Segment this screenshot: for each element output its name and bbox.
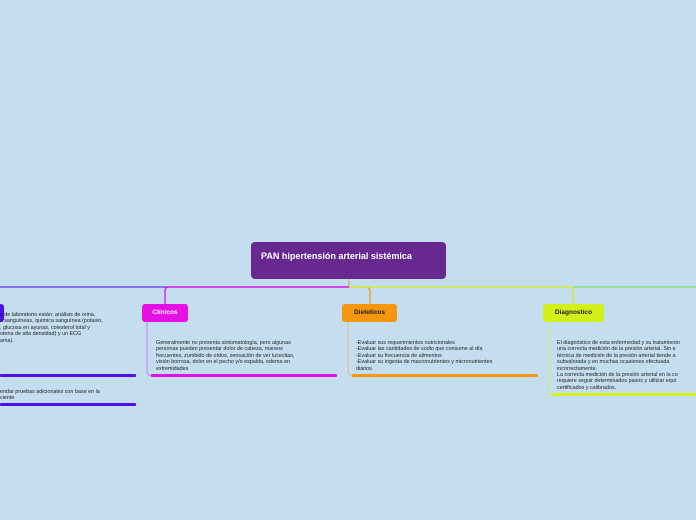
note-clinicos: Generalmente no presenta sintomatología,… [156,340,295,372]
topic-clinicos-label: Clínicos [152,309,178,316]
note-diagnostico: El diagnóstico de esta enfermedad y su t… [557,340,680,391]
root-title: PAN hipertensión arterial sistémica [261,251,412,261]
topic-dieteticos[interactable]: Dieteticos [342,304,397,322]
connector-diagnostico-note [548,322,555,397]
note-dieteticos-underline [352,374,538,377]
root-topic[interactable]: PAN hipertensión arterial sistémica [251,242,446,279]
topic-diagnostico-label: Diagnostico [554,309,593,316]
trunk-diagnostico [349,286,574,304]
connector-dieteticos-note [347,322,354,377]
note-diagnostico-underline [552,393,696,396]
note-left-1: s de laboratorio están: análisis de orin… [0,312,103,344]
note-clinicos-underline [151,374,337,377]
connector-clinicos-note [146,322,153,377]
note-left-2-underline [0,403,136,406]
topic-clinicos[interactable]: Clínicos [142,304,188,322]
topic-left-cutoff[interactable] [0,304,4,322]
topic-dieteticos-label: Dieteticos [353,309,386,316]
trunk-dieteticos [349,286,371,304]
note-left-2: endar pruebas adicionales con base en la… [0,389,100,402]
topic-diagnostico[interactable]: Diagnostico [543,304,604,322]
note-dieteticos: -Evaluar sus requerimientos nutricionale… [356,340,493,372]
note-left-1-underline [0,374,136,377]
trunk-clinicos [164,286,349,304]
